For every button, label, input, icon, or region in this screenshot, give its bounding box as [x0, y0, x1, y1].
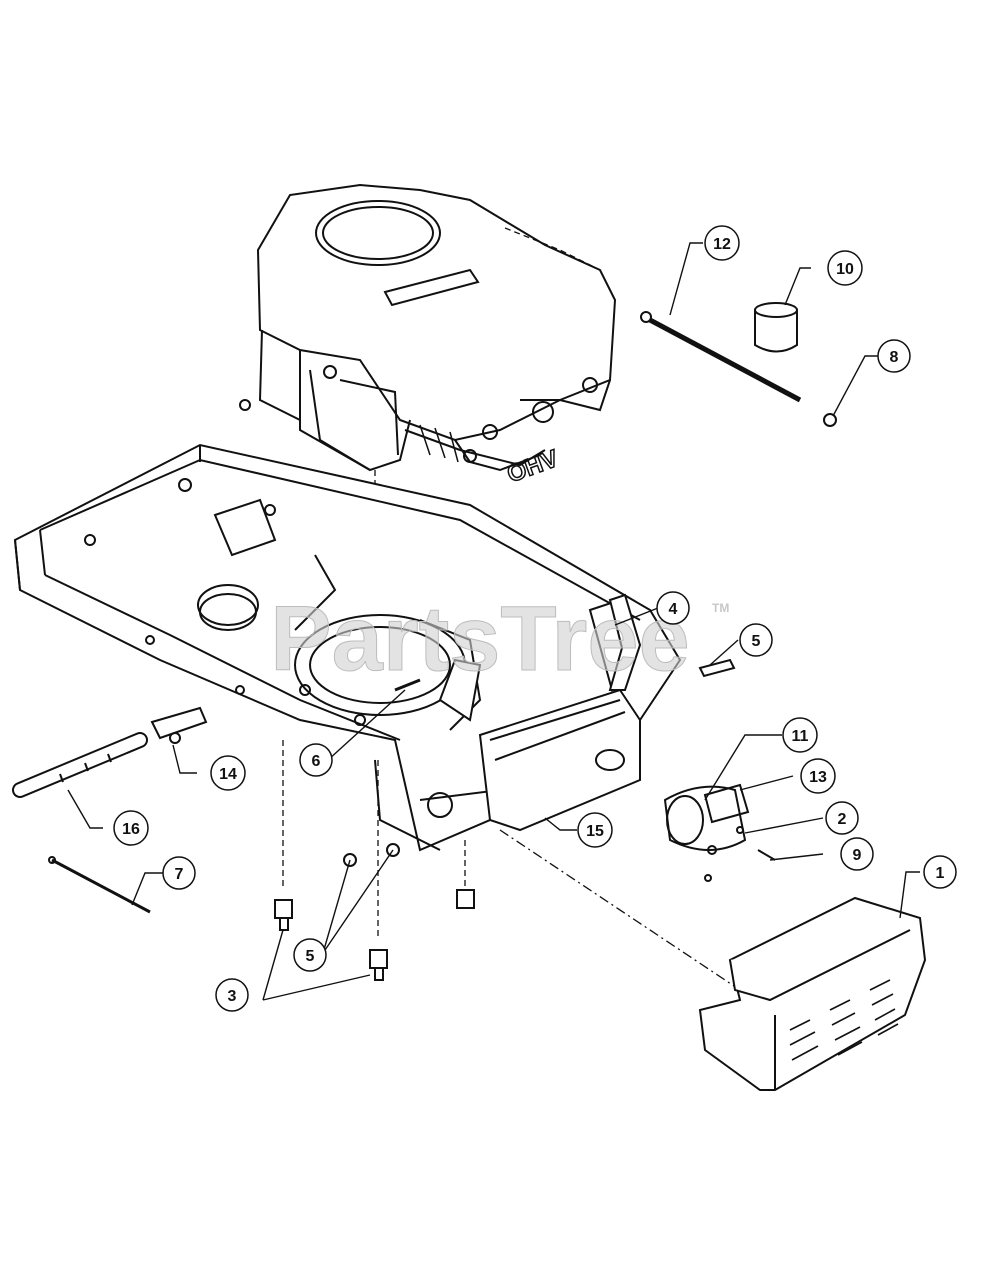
- callout-15-label: 15: [586, 823, 604, 840]
- callout-14-label: 14: [219, 766, 237, 783]
- callout-7-label: 7: [175, 866, 184, 883]
- cable-tie: [51, 858, 151, 914]
- callout-8-label: 8: [890, 349, 899, 366]
- callout-8: 8: [877, 339, 911, 373]
- muffler: [438, 598, 771, 1011]
- watermark: PartsTree TM: [270, 588, 730, 691]
- callout-2: 2: [825, 801, 859, 835]
- switch-14: [150, 706, 208, 740]
- callout-1-label: 1: [936, 865, 945, 882]
- muffler-bracket: [608, 593, 642, 691]
- callout-6: 6: [299, 743, 333, 777]
- callout-3-label: 3: [228, 988, 237, 1005]
- callout-1: 1: [923, 855, 957, 889]
- dipstick-tube: [648, 317, 802, 403]
- callout-4-label: 4: [669, 601, 678, 618]
- callout-4: 4: [656, 591, 690, 625]
- callout-10-label: 10: [836, 261, 854, 278]
- callout-14: 14: [210, 755, 246, 791]
- oil-filter: [754, 310, 798, 353]
- callout-11-label: 11: [792, 728, 809, 745]
- callout-2-label: 2: [838, 811, 847, 828]
- heat-shield: [698, 896, 927, 1091]
- callout-7: 7: [162, 856, 196, 890]
- callout-15: 15: [577, 812, 613, 848]
- callout-5-bottom: 5: [293, 938, 327, 972]
- callout-9-label: 9: [853, 847, 862, 864]
- callout-13-label: 13: [809, 769, 827, 786]
- small-parts: [12, 302, 837, 981]
- callout-5-top-label: 5: [752, 633, 761, 650]
- callout-11: 11: [782, 717, 818, 753]
- watermark-trademark: TM: [712, 601, 729, 615]
- callout-6-label: 6: [312, 753, 321, 770]
- callout-16-label: 16: [122, 821, 140, 838]
- callout-5-bottom-label: 5: [306, 948, 315, 965]
- callout-12-label: 12: [713, 236, 731, 253]
- watermark-brand: PartsTree: [270, 588, 689, 690]
- callout-13: 13: [800, 758, 836, 794]
- leader-lines: [67, 242, 920, 1001]
- callout-10: 10: [827, 250, 863, 286]
- callout-9: 9: [840, 837, 874, 871]
- callout-12: 12: [704, 225, 740, 261]
- callout-5-top: 5: [739, 623, 773, 657]
- engine-badge-text: OHV: [504, 445, 562, 488]
- engine-assembly: OHV: [239, 183, 617, 510]
- spark-arrestor: [663, 785, 747, 851]
- callout-3: 3: [215, 978, 249, 1012]
- callout-16: 16: [113, 810, 149, 846]
